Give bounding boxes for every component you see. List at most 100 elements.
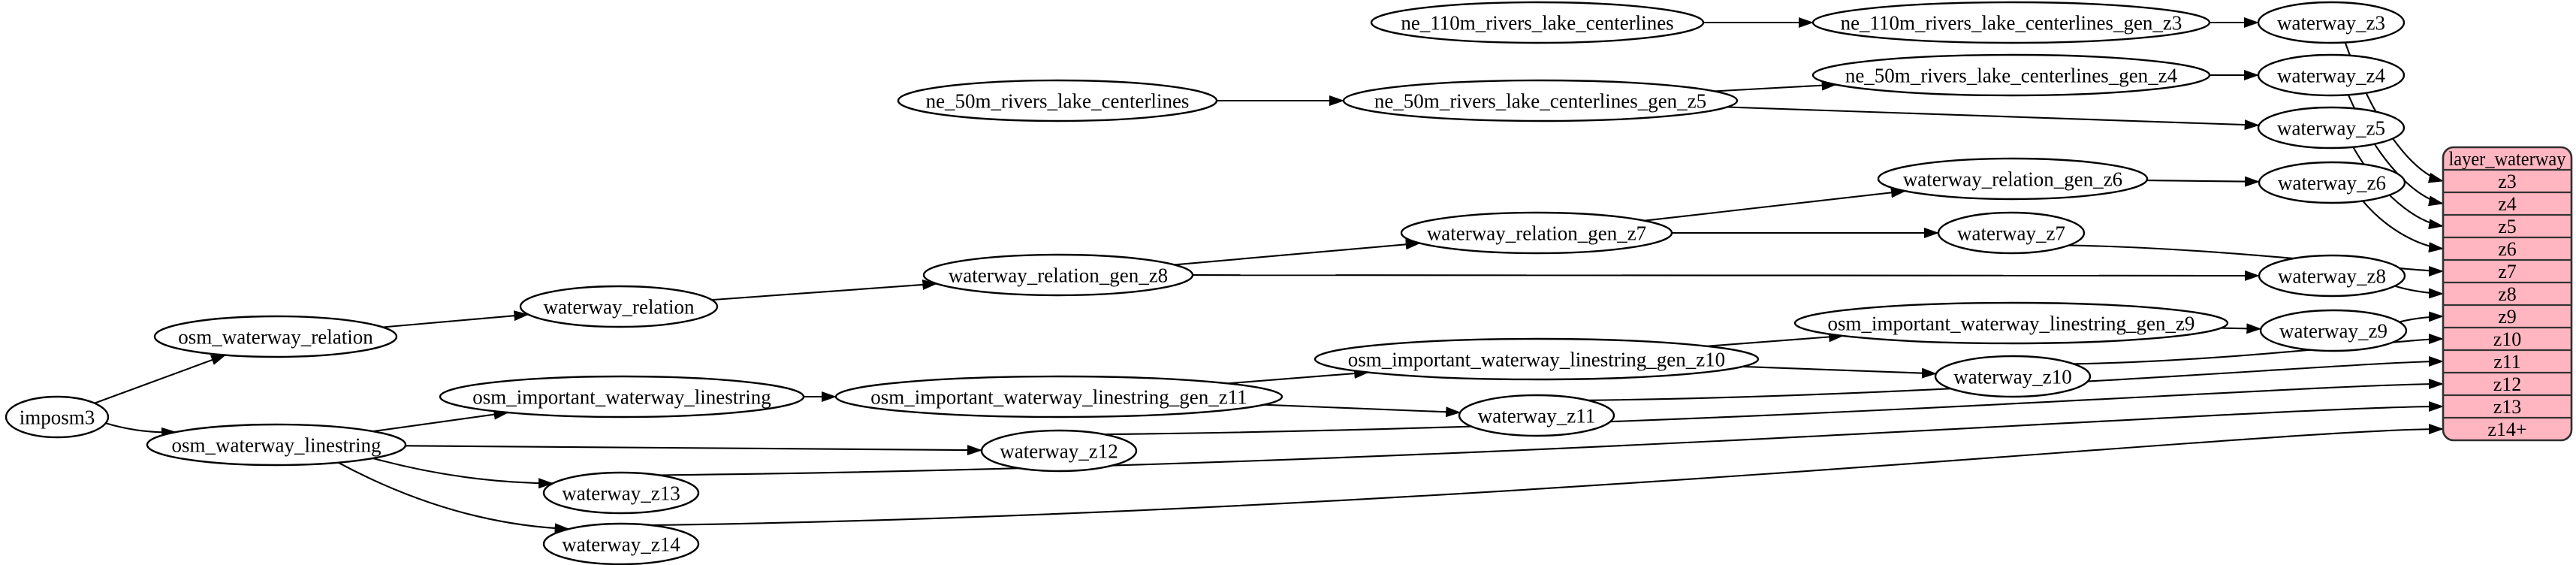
- node-ellipse: [519, 285, 719, 328]
- edge-waterway_relation--waterway_relation_gen_z8: [711, 279, 938, 301]
- node-waterway_relation: waterway_relation: [519, 285, 719, 328]
- node-waterway_z7: waterway_z7: [1937, 211, 2086, 255]
- edge-waterway_z5--layer_waterway-z5: [2352, 147, 2444, 230]
- node-ellipse: [1877, 157, 2149, 201]
- edge-imposm3--osm_waterway_linestring: [105, 422, 177, 438]
- node-ellipse: [2257, 106, 2406, 150]
- nodes-layer: imposm3 osm_waterway_relation osm_waterway…: [5, 1, 2408, 565]
- node-label: waterway_relation: [544, 295, 695, 318]
- edges-layer: [94, 17, 2444, 534]
- node-ellipse: [5, 395, 110, 439]
- node-ellipse: [146, 423, 407, 467]
- table-row-z9: z9: [2498, 306, 2517, 328]
- node-ellipse: [542, 471, 700, 515]
- node-label: waterway_z14: [562, 533, 680, 555]
- edge-waterway_relation_gen_z7--waterway_relation_gen_z6: [1644, 187, 1906, 222]
- node-label: osm_important_waterway_linestring: [472, 385, 771, 408]
- edge-ne_50m_rivers_lake_centerlines_gen_z5--ne_50m_rivers_lake_centerlines_gen_z4: [1714, 80, 1837, 92]
- node-waterway_z11: waterway_z11: [1458, 394, 1615, 437]
- table-title: layer_waterway: [2449, 148, 2566, 170]
- node-label: osm_important_waterway_linestring_gen_z1…: [1348, 348, 1725, 370]
- node-ellipse: [2258, 161, 2406, 204]
- node-ellipse: [1400, 211, 1673, 255]
- node-ne_110m_rivers_lake_centerlines: ne_110m_rivers_lake_centerlines: [1370, 1, 1705, 44]
- node-waterway_z12: waterway_z12: [980, 429, 1138, 473]
- node-label: ne_50m_rivers_lake_centerlines_gen_z5: [1374, 89, 1706, 112]
- edge-osm_important_waterway_linestring_gen_z10--waterway_z10: [1742, 365, 1937, 379]
- node-label: waterway_relation_gen_z6: [1903, 168, 2122, 190]
- node-label: waterway_z4: [2277, 64, 2385, 86]
- node-label: waterway_z10: [1953, 365, 2071, 388]
- node-label: waterway_relation_gen_z7: [1427, 222, 1646, 244]
- node-label: ne_110m_rivers_lake_centerlines: [1401, 11, 1673, 34]
- node-ellipse: [1370, 1, 1705, 44]
- node-waterway_relation_gen_z6: waterway_relation_gen_z6: [1877, 157, 2149, 201]
- node-ellipse: [1937, 211, 2086, 255]
- node-osm_waterway_linestring: osm_waterway_linestring: [146, 423, 407, 467]
- node-ne_50m_rivers_lake_centerlines: ne_50m_rivers_lake_centerlines: [897, 79, 1218, 122]
- node-label: ne_110m_rivers_lake_centerlines_gen_z3: [1841, 11, 2182, 34]
- edge-osm_waterway_linestring--osm_important_waterway_linestring: [373, 409, 509, 433]
- node-ellipse: [2257, 1, 2406, 44]
- table-row-z11: z11: [2493, 351, 2521, 373]
- node-ellipse: [2258, 254, 2406, 298]
- edge-osm_waterway_linestring--waterway_z13: [373, 457, 554, 489]
- node-label: ne_50m_rivers_lake_centerlines: [926, 89, 1190, 112]
- node-waterway_relation_gen_z7: waterway_relation_gen_z7: [1400, 211, 1673, 255]
- node-waterway_z10: waterway_z10: [1934, 355, 2092, 398]
- edge-osm_important_waterway_linestring_gen_z11--osm_important_waterway_linestring_gen_z10: [1227, 368, 1370, 385]
- edge-ne_50m_rivers_lake_centerlines_gen_z5--waterway_z5: [1727, 106, 2260, 131]
- node-waterway_z9: waterway_z9: [2259, 309, 2408, 352]
- node-osm_important_waterway_linestring_gen_z9: osm_important_waterway_linestring_gen_z9: [1793, 301, 2229, 345]
- node-ne_110m_rivers_lake_centerlines_gen_z3: ne_110m_rivers_lake_centerlines_gen_z3: [1811, 1, 2211, 44]
- node-ellipse: [542, 522, 700, 565]
- edge-osm_waterway_linestring--waterway_z12: [405, 445, 983, 456]
- node-ellipse: [1811, 53, 2211, 97]
- node-label: waterway_z13: [562, 482, 680, 504]
- node-waterway_relation_gen_z8: waterway_relation_gen_z8: [922, 253, 1194, 297]
- edge-imposm3--osm_waterway_relation: [94, 354, 227, 404]
- node-label: waterway_z12: [1000, 440, 1118, 462]
- node-label: waterway_z9: [2279, 319, 2387, 342]
- node-label: waterway_z5: [2277, 116, 2385, 139]
- node-ellipse: [1314, 337, 1760, 381]
- node-waterway_z4: waterway_z4: [2257, 53, 2406, 97]
- node-ellipse: [897, 79, 1218, 122]
- node-label: waterway_z6: [2278, 171, 2386, 194]
- edge-waterway_z12--layer_waterway-z12: [1103, 379, 2444, 436]
- edge-waterway_z9--layer_waterway-z9: [2399, 311, 2444, 323]
- node-label: ne_50m_rivers_lake_centerlines_gen_z4: [1845, 64, 2178, 86]
- node-label: waterway_z7: [1957, 222, 2065, 244]
- node-waterway_z6: waterway_z6: [2258, 161, 2406, 204]
- table-row-z6: z6: [2498, 238, 2517, 260]
- node-ellipse: [1458, 394, 1615, 437]
- edge-osm_waterway_linestring--waterway_z14: [337, 461, 570, 534]
- table-row-z10: z10: [2493, 328, 2522, 350]
- edge-osm_important_waterway_linestring_gen_z9--waterway_z9: [2221, 323, 2262, 334]
- table-row-z12: z12: [2493, 373, 2522, 395]
- node-osm_important_waterway_linestring_gen_z10: osm_important_waterway_linestring_gen_z1…: [1314, 337, 1760, 381]
- table-row-z8: z8: [2498, 283, 2517, 305]
- node-ellipse: [153, 315, 398, 358]
- node-label: osm_waterway_relation: [178, 325, 373, 348]
- node-ellipse: [922, 253, 1194, 297]
- node-ne_50m_rivers_lake_centerlines_gen_z5: ne_50m_rivers_lake_centerlines_gen_z5: [1342, 79, 1739, 122]
- node-ellipse: [1934, 355, 2092, 398]
- edge-waterway_relation_gen_z8--waterway_relation_gen_z7: [1174, 239, 1421, 266]
- table-row-z14+: z14+: [2487, 418, 2526, 440]
- table-row-z13: z13: [2493, 396, 2522, 418]
- table-row-z7: z7: [2498, 261, 2517, 282]
- edge-osm_waterway_relation--waterway_relation: [382, 310, 529, 328]
- edge-waterway_z6--layer_waterway-z6: [2362, 200, 2444, 253]
- node-label: waterway_relation_gen_z8: [949, 264, 1168, 286]
- node-imposm3: imposm3: [5, 395, 110, 439]
- node-ellipse: [2259, 309, 2408, 352]
- edge-waterway_z11--layer_waterway-z11: [1588, 356, 2444, 401]
- node-label: waterway_z8: [2278, 264, 2386, 287]
- node-ne_50m_rivers_lake_centerlines_gen_z4: ne_50m_rivers_lake_centerlines_gen_z4: [1811, 53, 2211, 97]
- node-label: osm_important_waterway_linestring_gen_z1…: [870, 385, 1247, 408]
- node-ellipse: [1811, 1, 2211, 44]
- node-waterway_z8: waterway_z8: [2258, 254, 2406, 298]
